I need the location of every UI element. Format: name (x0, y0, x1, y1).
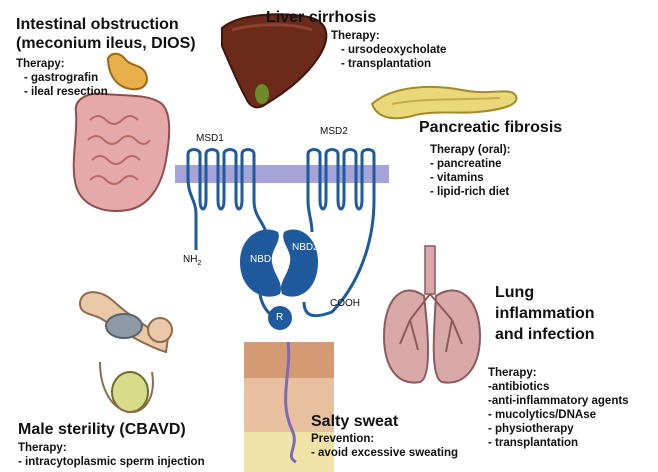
liver-title: Liver cirrhosis (266, 8, 376, 27)
liver-illustration (222, 14, 326, 107)
sweat-prevention-label: Prevention: (311, 432, 458, 446)
sweat-title: Salty sweat (311, 412, 398, 431)
male-reproductive-illustration (80, 292, 172, 412)
nh2-label: NH2 (183, 254, 201, 267)
lung-item: - transplantation (488, 436, 629, 450)
msd2-label: MSD2 (320, 126, 348, 137)
r-domain-label: R (276, 312, 283, 323)
lung-item: - mucolytics/DNAse (488, 408, 629, 422)
sweat-item: - avoid excessive sweating (311, 446, 458, 460)
pancreas-illustration (372, 87, 516, 118)
male-therapy: Therapy: - intracytoplasmic sperm inject… (18, 441, 205, 469)
intestinal-block: Intestinal obstruction (meconium ileus, … (16, 15, 196, 99)
male-title: Male sterility (CBAVD) (18, 420, 186, 439)
lung-title-line2: inflammation (495, 303, 595, 324)
nbd1-label: NBD1 (250, 254, 277, 265)
lung-title-line1: Lung (495, 282, 595, 303)
intestinal-item: - ileal resection (16, 85, 196, 99)
lung-item: -antibiotics (488, 380, 629, 394)
pancreas-therapy: Therapy (oral): - pancreatine - vitamins… (430, 143, 511, 199)
lung-item: -anti-inflammatory agents (488, 394, 629, 408)
intestinal-title-line2: (meconium ileus, DIOS) (16, 34, 196, 53)
sweat-prevention: Prevention: - avoid excessive sweating (311, 432, 458, 460)
intestinal-item: - gastrografin (16, 71, 196, 85)
msd1-label: MSD1 (196, 133, 224, 144)
pancreas-item: - pancreatine (430, 157, 511, 171)
lung-title-line3: and infection (495, 324, 595, 345)
intestinal-therapy-label: Therapy: (16, 57, 196, 71)
lung-therapy: Therapy: -antibiotics -anti-inflammatory… (488, 366, 629, 450)
male-item: - intracytoplasmic sperm injection (18, 455, 205, 469)
lung-item: - physiotherapy (488, 422, 629, 436)
male-therapy-label: Therapy: (18, 441, 205, 455)
lung-therapy-label: Therapy: (488, 366, 629, 380)
lung-illustration (384, 246, 480, 383)
liver-item: - transplantation (331, 57, 446, 71)
liver-therapy: Therapy: - ursodeoxycholate - transplant… (331, 29, 446, 71)
cooh-label: COOH (330, 298, 360, 309)
nbd2-label: NBD2 (292, 242, 319, 253)
intestinal-title-line1: Intestinal obstruction (16, 15, 196, 34)
liver-therapy-label: Therapy: (331, 29, 446, 43)
lung-title: Lung inflammation and infection (495, 282, 595, 345)
pancreas-item: - lipid-rich diet (430, 185, 511, 199)
pancreas-item: - vitamins (430, 171, 511, 185)
liver-item: - ursodeoxycholate (331, 43, 446, 57)
pancreas-title: Pancreatic fibrosis (419, 118, 562, 137)
pancreas-therapy-label: Therapy (oral): (430, 143, 511, 157)
